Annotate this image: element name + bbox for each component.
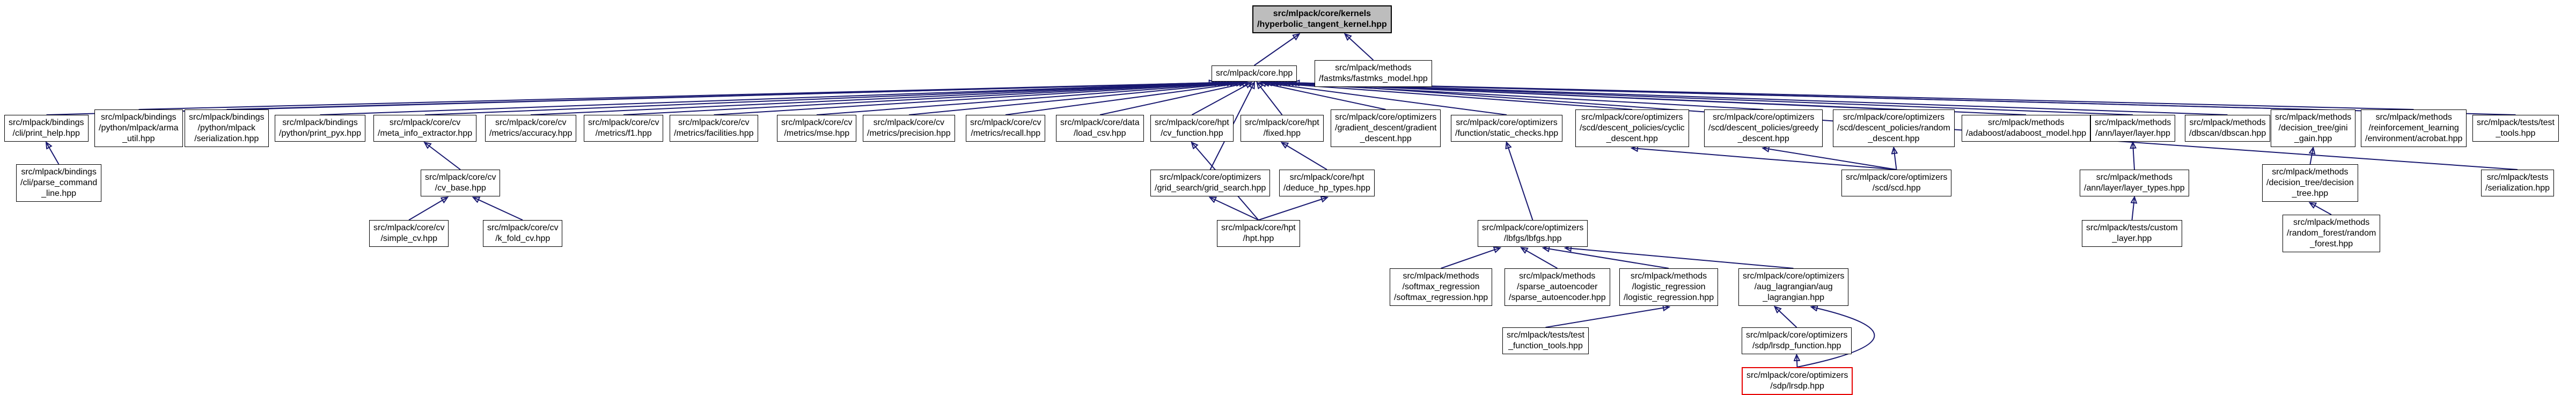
edge-parse_command_line-to-print_help (47, 143, 60, 165)
graph-node-k-fold-cv[interactable]: src/mlpack/core/cv /k_fold_cv.hpp (483, 220, 563, 247)
graph-node-print-pyx[interactable]: src/mlpack/bindings /python/print_pyx.hp… (275, 115, 365, 142)
graph-node-python-serialization[interactable]: src/mlpack/bindings /python/mlpack /seri… (185, 109, 269, 147)
graph-node-grid-search[interactable]: src/mlpack/core/optimizers /grid_search/… (1150, 170, 1271, 196)
edge-scd-to-greedy_descent (1764, 148, 1897, 170)
graph-node-rl-environment-acrobat[interactable]: src/mlpack/methods /reinforcement_learni… (2361, 109, 2467, 147)
graph-node-lbfgs[interactable]: src/mlpack/core/optimizers /lbfgs/lbfgs.… (1478, 220, 1588, 247)
edge-static_checks-to-core (1264, 83, 1507, 115)
edge-test_function_tools-to-logistic_regression (1545, 307, 1669, 328)
edge-scd-to-random_descent (1894, 148, 1897, 170)
graph-node-sparse-autoencoder[interactable]: src/mlpack/methods /sparse_autoencoder /… (1504, 268, 1610, 306)
edge-f1-to-core (623, 83, 1233, 115)
edge-softmax_regression-to-lbfgs (1441, 248, 1500, 269)
graph-node-simple-cv[interactable]: src/mlpack/core/cv /simple_cv.hpp (369, 220, 449, 247)
graph-node-hyperbolic-tangent-kernel: src/mlpack/core/kernels /hyperbolic_tang… (1252, 5, 1392, 33)
graph-node-ann-layer-types[interactable]: src/mlpack/methods /ann/layer/layer_type… (2080, 170, 2189, 196)
edge-logistic_regression-to-lbfgs (1544, 248, 1669, 269)
graph-node-cyclic-descent[interactable]: src/mlpack/core/optimizers /scd/descent_… (1575, 109, 1689, 147)
graph-node-lrsdp[interactable]: src/mlpack/core/optimizers /sdp/lrsdp.hp… (1742, 367, 1853, 395)
graph-node-adaboost-model[interactable]: src/mlpack/methods /adaboost/adaboost_mo… (1962, 115, 2091, 142)
graph-node-hpt-fixed[interactable]: src/mlpack/core/hpt /fixed.hpp (1241, 115, 1324, 142)
edge-k_fold_cv-to-cv_base (474, 198, 523, 221)
edge-lrsdp_function-to-aug_lagrangian (1775, 307, 1797, 328)
edge-cv_function-to-core (1192, 83, 1251, 115)
edge-lrsdp-to-aug_lagrangian (1797, 307, 1875, 368)
graph-node-aug-lagrangian[interactable]: src/mlpack/core/optimizers /aug_lagrangi… (1738, 268, 1849, 306)
graph-node-static-checks[interactable]: src/mlpack/core/optimizers /function/sta… (1451, 115, 1563, 142)
graph-node-decision-tree[interactable]: src/mlpack/methods /decision_tree/decisi… (2262, 164, 2358, 202)
edge-fixed-to-core (1257, 83, 1283, 115)
edge-lbfgs-to-static_checks (1507, 143, 1533, 221)
graph-node-dbscan[interactable]: src/mlpack/methods /dbscan/dbscan.hpp (2185, 115, 2271, 142)
edge-accuracy-to-core (530, 83, 1230, 115)
graph-node-hpt[interactable]: src/mlpack/core/hpt /hpt.hpp (1217, 220, 1300, 247)
graph-node-tests-serialization[interactable]: src/mlpack/tests /serialization.hpp (2481, 170, 2555, 196)
graph-node-print-help[interactable]: src/mlpack/bindings /cli/print_help.hpp (4, 115, 89, 142)
edge-load_csv-to-core (1099, 83, 1248, 115)
graph-node-test-function-tools[interactable]: src/mlpack/tests/test _function_tools.hp… (1502, 327, 1589, 354)
edge-scd-to-cyclic_descent (1632, 148, 1897, 170)
edge-decision_tree-to-gini_gain (2310, 148, 2314, 165)
graph-node-fastmks-model[interactable]: src/mlpack/methods /fastmks/fastmks_mode… (1315, 60, 1432, 87)
graph-node-parse-command-line[interactable]: src/mlpack/bindings /cli/parse_command _… (16, 164, 102, 202)
edge-aug_lagrangian-to-lbfgs (1566, 248, 1794, 269)
edge-random_forest-to-decision_tree (2310, 203, 2332, 215)
edge-layer_types-to-ann_layer (2133, 143, 2134, 170)
edge-ann_layer-to-core (1279, 83, 2133, 115)
graph-node-greedy-descent[interactable]: src/mlpack/core/optimizers /scd/descent_… (1704, 109, 1823, 147)
edge-cv_base-to-meta_info (425, 143, 461, 170)
graph-node-test-tools[interactable]: src/mlpack/tests/test _tools.hpp (2472, 115, 2559, 142)
graph-node-ann-layer[interactable]: src/mlpack/methods /ann/layer/layer.hpp (2090, 115, 2176, 142)
graph-node-logistic-regression[interactable]: src/mlpack/methods /logistic_regression … (1619, 268, 1719, 306)
graph-node-lrsdp-function[interactable]: src/mlpack/core/optimizers /sdp/lrsdp_fu… (1742, 327, 1852, 354)
edge-core-to-hyperbolic (1253, 34, 1299, 66)
graph-node-cv-base[interactable]: src/mlpack/core/cv /cv_base.hpp (421, 170, 501, 196)
graph-node-metrics-precision[interactable]: src/mlpack/core/cv /metrics/precision.hp… (863, 115, 955, 142)
graph-node-metrics-recall[interactable]: src/mlpack/core/cv /metrics/recall.hpp (966, 115, 1046, 142)
edge-hpt-to-grid_search (1210, 198, 1259, 221)
graph-node-scd[interactable]: src/mlpack/core/optimizers /scd/scd.hpp (1841, 170, 1952, 196)
graph-node-metrics-mse[interactable]: src/mlpack/core/cv /metrics/mse.hpp (777, 115, 857, 142)
edge-simple_cv-to-cv_base (408, 198, 447, 221)
edge-precision-to-core (908, 83, 1242, 115)
graph-node-meta-info-extractor[interactable]: src/mlpack/core/cv /meta_info_extractor.… (373, 115, 477, 142)
graph-node-metrics-facilities[interactable]: src/mlpack/core/cv /metrics/facilities.h… (670, 115, 758, 142)
edge-deduce_hp_types-to-fixed (1282, 143, 1327, 170)
graph-node-cv-function[interactable]: src/mlpack/core/hpt /cv_function.hpp (1150, 115, 1234, 142)
graph-node-deduce-hp-types[interactable]: src/mlpack/core/hpt /deduce_hp_types.hpp (1279, 170, 1375, 196)
graph-node-softmax-regression[interactable]: src/mlpack/methods /softmax_regression /… (1390, 268, 1493, 306)
graph-node-custom-layer[interactable]: src/mlpack/tests/custom _layer.hpp (2082, 220, 2182, 247)
edge-dbscan-to-core (1282, 83, 2228, 115)
edge-print_pyx-to-core (320, 83, 1224, 115)
graph-node-metrics-accuracy[interactable]: src/mlpack/core/cv /metrics/accuracy.hpp (485, 115, 577, 142)
edge-fastmks-to-hyperbolic (1345, 34, 1374, 61)
edge-hpt-to-deduce_hp_types (1258, 198, 1327, 221)
graph-node-load-csv[interactable]: src/mlpack/core/data /load_csv.hpp (1056, 115, 1144, 142)
graph-node-arma-util[interactable]: src/mlpack/bindings /python/mlpack/arma … (94, 109, 183, 147)
graph-node-gradient-descent[interactable]: src/mlpack/core/optimizers /gradient_des… (1331, 109, 1441, 147)
graph-node-gini-gain[interactable]: src/mlpack/methods /decision_tree/gini _… (2271, 109, 2356, 147)
edge-mse-to-core (816, 83, 1239, 115)
graph-node-random-descent[interactable]: src/mlpack/core/optimizers /scd/descent_… (1833, 109, 1955, 147)
graph-node-random-forest[interactable]: src/mlpack/methods /random_forest/random… (2283, 215, 2381, 252)
graph-node-metrics-f1[interactable]: src/mlpack/core/cv /metrics/f1.hpp (584, 115, 664, 142)
graph-node-core[interactable]: src/mlpack/core.hpp (1212, 65, 1297, 82)
edge-sparse_autoencoder-to-lbfgs (1522, 248, 1558, 269)
edge-recall-to-core (1005, 83, 1245, 115)
edge-custom_layer-to-layer_types (2132, 198, 2135, 221)
edge-meta_info-to-core (424, 83, 1227, 115)
edge-facilities-to-core (714, 83, 1236, 115)
edge-py_serialization-to-core (226, 83, 1221, 110)
